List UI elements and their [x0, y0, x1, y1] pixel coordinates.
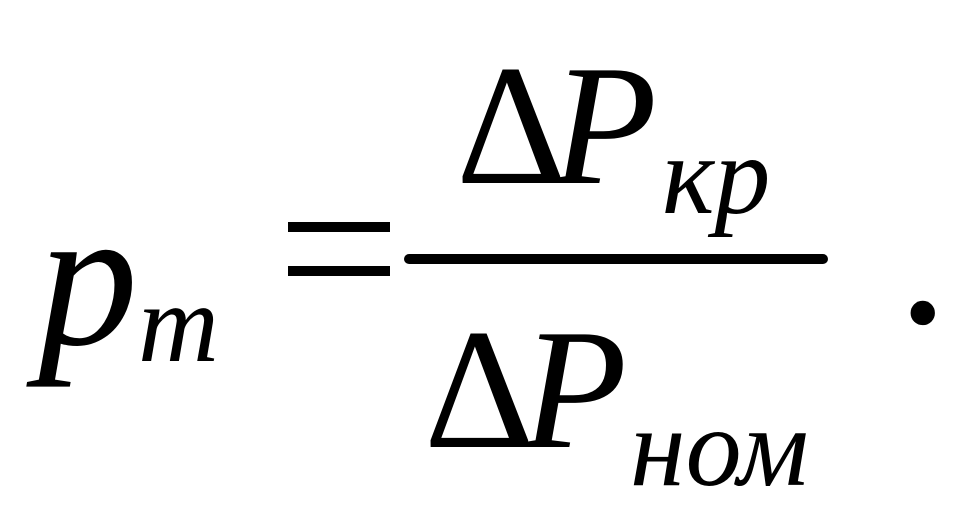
denominator-variable: P	[522, 295, 628, 485]
lhs-subscript: т	[138, 262, 219, 386]
denominator-subscript: ном	[630, 386, 809, 510]
numerator-variable: P	[552, 31, 658, 221]
numerator-delta: Δ	[456, 31, 567, 221]
equals-bar-bottom	[288, 266, 390, 276]
denominator-delta: Δ	[424, 295, 535, 485]
fraction-bar	[404, 254, 828, 264]
numerator-subscript: кр	[662, 114, 771, 238]
equals-sign	[288, 222, 390, 278]
equals-bar-top	[288, 222, 390, 232]
trailing-period: .	[904, 190, 942, 356]
lhs-variable: p	[38, 167, 138, 388]
